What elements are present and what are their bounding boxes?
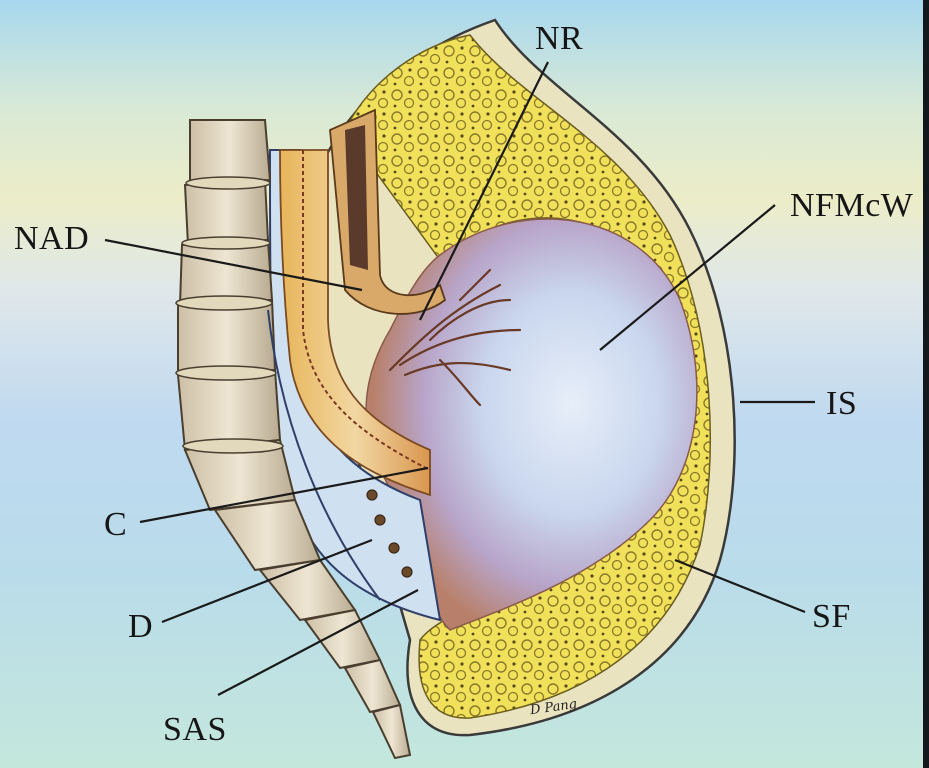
label-c: C xyxy=(104,506,128,543)
label-nr: NR xyxy=(535,20,584,57)
tumor-mass xyxy=(365,218,698,631)
screen-edge-bar xyxy=(923,0,929,768)
leader-nfmcw xyxy=(599,204,776,351)
leader-d xyxy=(161,538,373,624)
central-canal xyxy=(302,150,431,471)
leader-nr xyxy=(419,61,549,321)
spinal-cord xyxy=(279,149,431,497)
vertebral-discs xyxy=(175,176,284,454)
leader-nad xyxy=(104,238,363,292)
nerve-roots xyxy=(388,268,522,407)
dorsal-rootlets xyxy=(366,489,413,578)
label-nfmcw: NFMcW xyxy=(790,187,914,224)
leader-sf xyxy=(674,558,806,614)
label-sas: SAS xyxy=(163,711,227,748)
posterior-lumen xyxy=(345,125,368,270)
label-d: D xyxy=(128,608,154,645)
subarachnoid-space-line xyxy=(267,309,381,601)
leader-c xyxy=(139,466,429,524)
label-is: IS xyxy=(826,385,858,422)
leader-lines xyxy=(104,61,815,696)
label-nad: NAD xyxy=(14,220,90,257)
leader-sas xyxy=(217,589,419,696)
label-sf: SF xyxy=(812,598,851,635)
